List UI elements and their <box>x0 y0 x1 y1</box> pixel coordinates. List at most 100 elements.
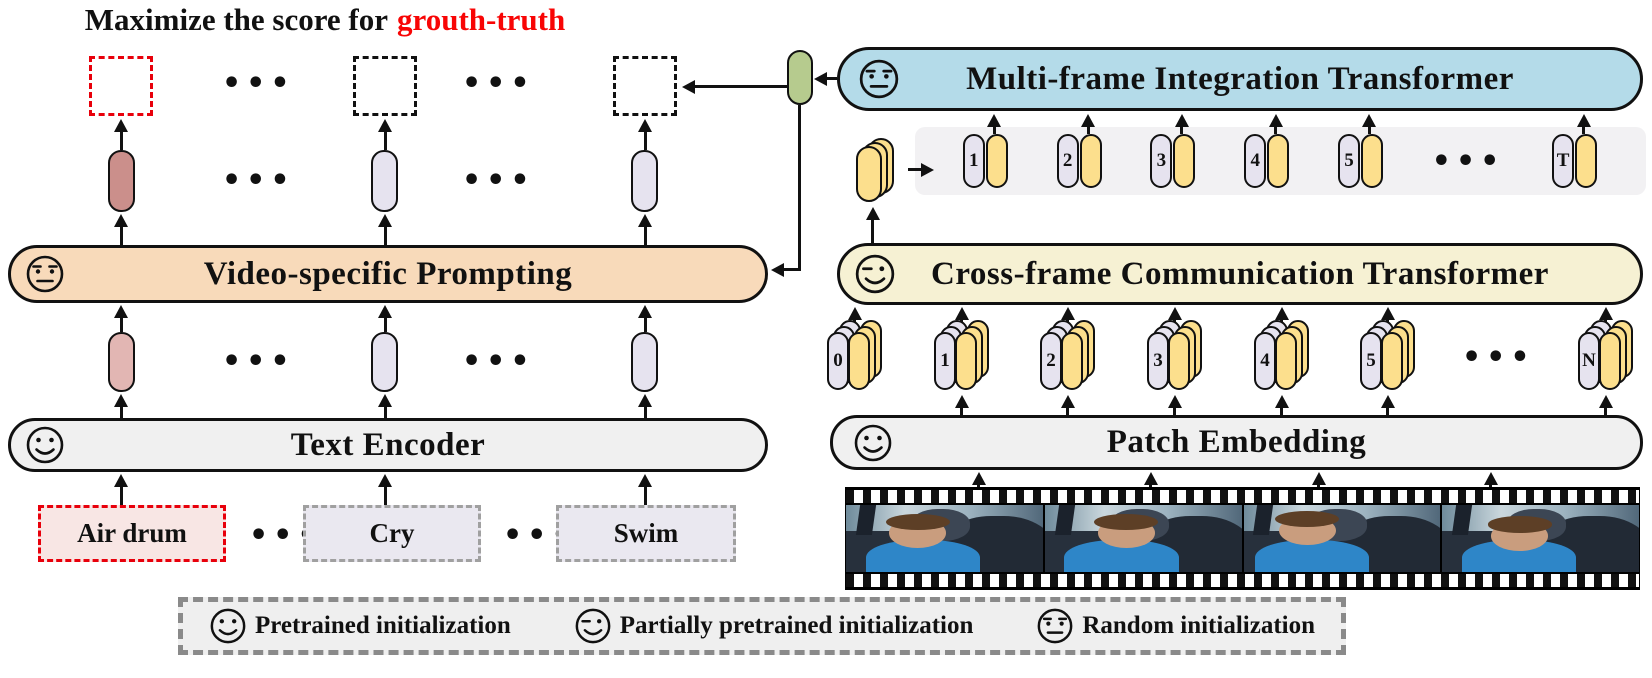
video-specific-prompting-box: Video-specific Prompting <box>8 245 768 303</box>
class-label-text: Air drum <box>77 518 187 548</box>
patch-feature-token <box>955 332 977 390</box>
text-embedding-token-ground-truth <box>108 150 135 212</box>
frame-index-token: 2 <box>1056 134 1079 188</box>
frame-index-token: 4 <box>1244 134 1267 188</box>
legend-label: Random initialization <box>1082 612 1315 639</box>
arrow-up <box>383 317 387 332</box>
frame-feature-stack <box>856 138 900 204</box>
arrow-up <box>643 486 647 505</box>
patch-token-stack: 5 <box>1360 320 1418 390</box>
film-sprocket-band <box>846 572 1639 589</box>
legend-label: Partially pretrained initialization <box>619 612 974 639</box>
text-encoder-label: Text Encoder <box>290 426 486 463</box>
frame-token-pair: T <box>1552 126 1598 188</box>
arrow-up <box>643 406 647 418</box>
pretrained-face-icon <box>25 425 65 465</box>
arrow-up <box>1386 319 1389 322</box>
arrow-up <box>1066 319 1069 322</box>
video-specific-prompting-label: Video-specific Prompting <box>203 255 573 292</box>
ellipsis-dots: ••• <box>462 344 535 379</box>
text-embedding-token <box>371 150 398 212</box>
video-embedding-pill <box>787 50 813 105</box>
video-frames <box>846 505 1639 572</box>
class-label-text: Swim <box>613 518 679 548</box>
arrow-up <box>119 486 123 505</box>
title-highlight-ground-truth: grouth-truth <box>397 2 566 37</box>
patch-feature-token <box>1275 332 1297 390</box>
film-sprocket-band <box>846 488 1639 505</box>
arrow-up <box>383 131 387 150</box>
arrow-up <box>1489 484 1492 487</box>
stack-layer: 5 <box>1360 332 1405 390</box>
arrow-up <box>383 486 387 505</box>
arrow-up <box>1317 484 1320 487</box>
frame-feature-token <box>856 146 882 202</box>
arrow-up <box>1066 407 1069 415</box>
arrow-up <box>1280 407 1283 415</box>
patch-index-token: 3 <box>1147 332 1169 390</box>
patch-feature-token <box>1599 332 1621 390</box>
arrow-up <box>1149 484 1152 487</box>
arrow-up <box>1367 126 1371 134</box>
frame-token-pair: 4 <box>1244 126 1290 188</box>
frame-feature-token <box>1173 134 1196 188</box>
arrow-stack-to-strip <box>908 168 922 171</box>
arrow-up <box>119 406 123 418</box>
arrow-up <box>1604 407 1607 415</box>
title-text: Maximize the score for <box>84 2 389 37</box>
video-film-strip <box>845 487 1640 590</box>
arrow-up <box>1280 319 1283 322</box>
patch-feature-token <box>1061 332 1083 390</box>
patch-token-stack: 2 <box>1040 320 1098 390</box>
patch-feature-token <box>848 332 870 390</box>
pretrained-face-icon <box>853 423 893 463</box>
frame-token-pair: 3 <box>1150 126 1196 188</box>
patch-index-token: N <box>1578 332 1600 390</box>
stack-layer: 1 <box>934 332 979 390</box>
arrow-up <box>1173 319 1176 322</box>
ellipsis-dots: ••• <box>222 344 295 379</box>
arrow-up <box>1582 126 1586 134</box>
text-embedding-token <box>631 150 658 212</box>
video-frame <box>1243 505 1441 572</box>
frame-feature-token <box>1079 134 1102 188</box>
figure-title: Maximize the score for grouth-truth <box>10 0 640 40</box>
legend-item-random: Random initialization <box>1036 607 1315 645</box>
frame-token-pair: 2 <box>1056 126 1103 188</box>
patch-feature-token <box>1381 332 1403 390</box>
arrow-up <box>960 319 963 322</box>
arrow-up <box>853 319 856 322</box>
text-feature-token-ground-truth <box>108 332 135 392</box>
stack-layer: 4 <box>1254 332 1299 390</box>
ellipsis-dots: ••• <box>1431 143 1505 179</box>
legend-item-pretrained: Pretrained initialization <box>209 607 511 645</box>
stack-layer: 3 <box>1147 332 1192 390</box>
text-encoder-box: Text Encoder <box>8 418 768 472</box>
multi-frame-integration-transformer-box: Multi-frame Integration Transformer <box>837 47 1643 111</box>
random-face-icon <box>1036 607 1074 645</box>
arrow-up <box>383 226 387 245</box>
ellipsis-dots: ••• <box>1462 340 1535 375</box>
arrow-up <box>1604 319 1607 322</box>
legend-item-partially-pretrained: Partially pretrained initialization <box>574 607 974 645</box>
frame-token-strip: 1 2 3 4 5 ••• T <box>915 126 1646 195</box>
frame-index-token: 3 <box>1150 134 1173 188</box>
ellipsis-dots: ••• <box>222 66 295 101</box>
child-body <box>1255 539 1370 572</box>
score-box <box>353 56 417 116</box>
frame-index-token: T <box>1552 134 1575 188</box>
patch-token-stack: 3 <box>1147 320 1205 390</box>
legend-label: Pretrained initialization <box>255 612 511 639</box>
score-box-ground-truth <box>89 56 153 116</box>
arrow-up <box>871 219 874 243</box>
patch-token-stack: 0 <box>827 320 885 390</box>
patch-index-token: 5 <box>1360 332 1382 390</box>
multi-frame-integration-transformer-label: Multi-frame Integration Transformer <box>966 60 1514 97</box>
patch-embedding-box: Patch Embedding <box>830 415 1643 470</box>
frame-feature-token <box>1267 134 1290 188</box>
patch-feature-token <box>1168 332 1190 390</box>
cross-frame-communication-transformer-box: Cross-frame Communication Transformer <box>837 243 1643 305</box>
patch-index-token: 2 <box>1040 332 1062 390</box>
frame-feature-token <box>1575 134 1598 188</box>
